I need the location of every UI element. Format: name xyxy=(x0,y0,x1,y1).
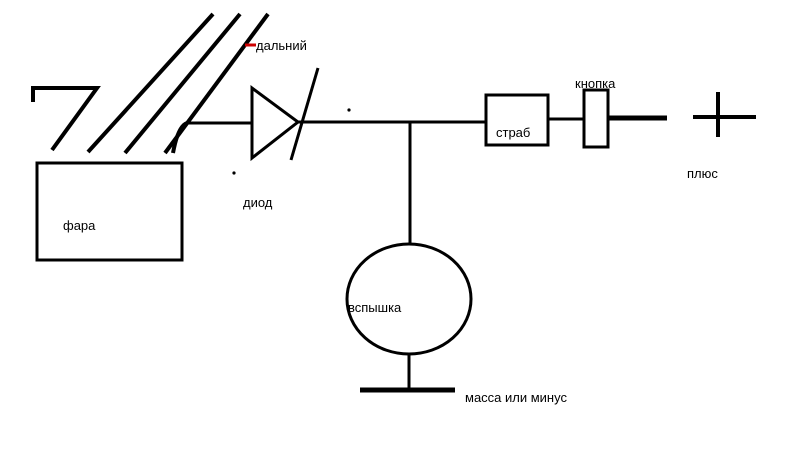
headlight-wire-1 xyxy=(86,12,215,154)
headlight-wire-4 xyxy=(171,121,188,154)
label-ground: масса или минус xyxy=(465,390,567,405)
label-high-beam: дальний xyxy=(256,38,307,53)
label-button: кнопка xyxy=(575,76,616,91)
label-flash: вспышка xyxy=(348,300,402,315)
label-strobe: страб xyxy=(496,125,531,140)
headlight-box xyxy=(35,161,184,262)
diode-bar xyxy=(289,67,320,161)
label-plus: плюс xyxy=(687,166,718,181)
flash-ellipse xyxy=(345,242,473,356)
stray-dot xyxy=(232,171,236,175)
label-diode: диод xyxy=(243,195,273,210)
stray-dot xyxy=(347,108,351,112)
button-box xyxy=(582,88,610,149)
headlight-bracket xyxy=(31,86,101,152)
diode-triangle xyxy=(250,85,301,162)
headlight-wire-2 xyxy=(123,12,242,155)
label-headlight: фара xyxy=(63,218,96,233)
